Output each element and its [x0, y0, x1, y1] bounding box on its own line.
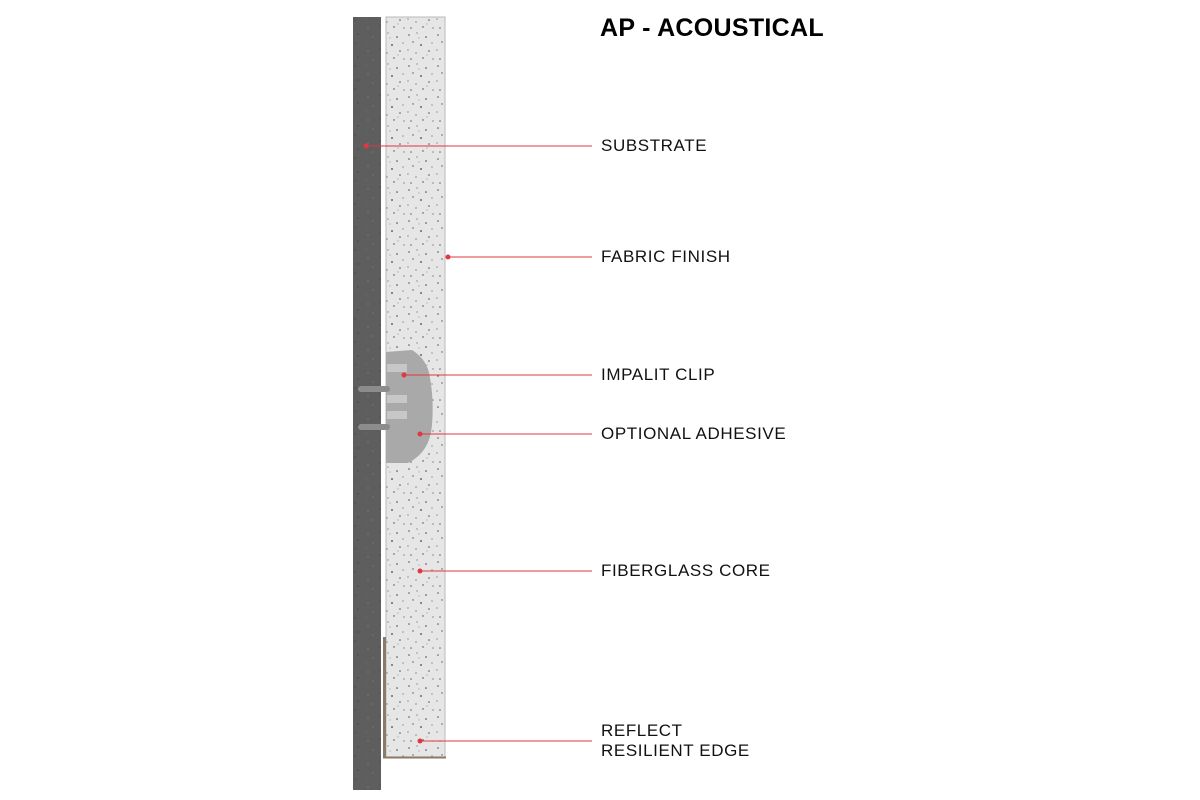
leader-dots	[363, 143, 451, 744]
clip-tooth-3	[387, 411, 407, 419]
callout-substrate: SUBSTRATE	[601, 136, 707, 156]
callout-fabric-finish: FABRIC FINISH	[601, 247, 731, 267]
callout-fabric-finish-text: FABRIC FINISH	[601, 247, 731, 266]
leader-dot-fabric-finish	[445, 254, 451, 260]
leader-dot-resilient-edge	[417, 738, 423, 744]
callout-fiberglass-core: FIBERGLASS CORE	[601, 561, 771, 581]
callout-resilient-edge-text: RESILIENT EDGE	[601, 741, 750, 760]
callout-reflect-resilient-edge: REFLECT RESILIENT EDGE	[601, 721, 750, 761]
fastener-1	[358, 386, 390, 392]
fastener-2	[358, 424, 390, 430]
callout-substrate-text: SUBSTRATE	[601, 136, 708, 155]
callout-impalit-clip-text: IMPALIT CLIP	[601, 365, 716, 384]
leader-dot-fiberglass-core	[417, 568, 423, 574]
leader-dot-impalit-clip	[401, 372, 407, 378]
substrate-layer	[353, 17, 381, 790]
callout-optional-adhesive-text: OPTIONAL ADHESIVE	[601, 424, 787, 443]
resilient-edge-strip	[383, 637, 386, 758]
clip-tooth-1	[387, 364, 407, 372]
leader-dot-optional-adhesive	[417, 431, 423, 437]
callout-impalit-clip: IMPALIT CLIP	[601, 365, 715, 385]
callout-optional-adhesive: OPTIONAL ADHESIVE	[601, 424, 786, 444]
leader-lines	[366, 145, 592, 742]
diagram-title: AP - ACOUSTICAL	[600, 14, 824, 42]
clip-tooth-2	[387, 395, 407, 403]
callout-reflect-text: REFLECT	[601, 721, 683, 740]
leader-dot-substrate	[363, 143, 369, 149]
callout-fiberglass-core-text: FIBERGLASS CORE	[601, 561, 771, 580]
